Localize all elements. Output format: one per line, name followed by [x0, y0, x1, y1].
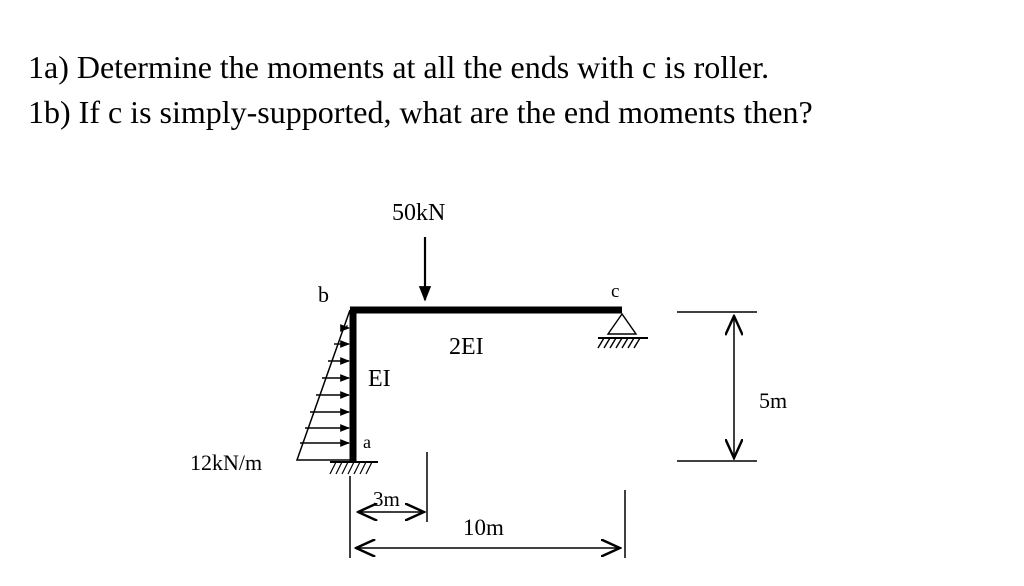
point-load-label: 50kN: [392, 200, 445, 226]
node-c-label: c: [611, 281, 619, 302]
question-1b: 1b) If c is simply-supported, what are t…: [28, 94, 813, 130]
roller-support-c: [597, 312, 648, 349]
span-dimension-label: 10m: [463, 515, 504, 540]
node-a-label: a: [363, 432, 371, 452]
distributed-load-label: 12kN/m: [190, 450, 262, 475]
height-dimension-label: 5m: [759, 388, 787, 413]
beam-stiffness-label: 2EI: [449, 334, 484, 360]
column-stiffness-label: EI: [368, 366, 391, 392]
distributed-load: [295, 309, 351, 461]
dimension-load-offset: [358, 452, 428, 522]
node-b-label: b: [318, 282, 329, 307]
question-1a: 1a) Determine the moments at all the end…: [28, 49, 770, 85]
dimension-span: [349, 476, 626, 558]
offset-dimension-label: 3m: [373, 487, 400, 511]
dimension-height: [677, 311, 757, 462]
fixed-support-a: [329, 461, 378, 475]
